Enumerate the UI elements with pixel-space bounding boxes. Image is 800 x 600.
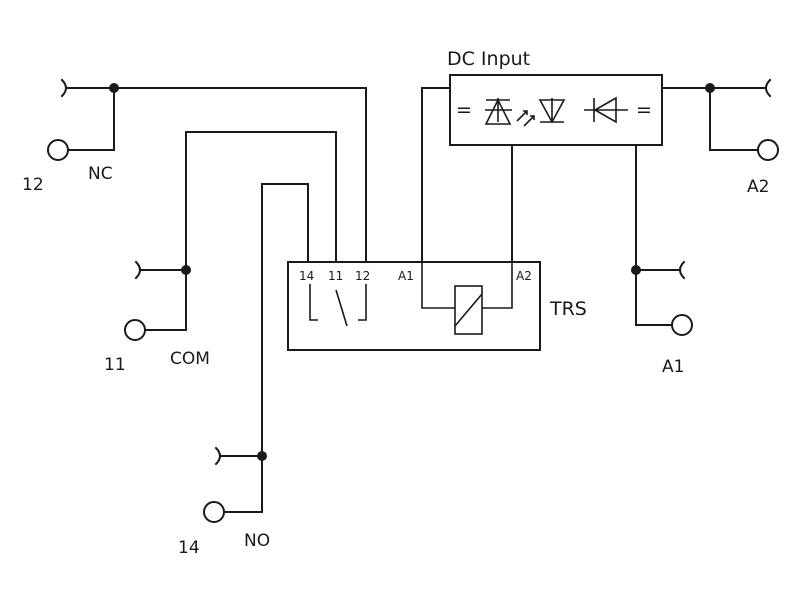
dc-input-equals-left: = <box>456 99 472 121</box>
dc-input-module: DC Input = = <box>421 48 663 263</box>
trs-relay-module: 14 11 12 A1 A2 TRS <box>287 261 587 351</box>
a1-terminal-group: A1 <box>631 144 693 377</box>
nc-screw-terminal <box>47 139 69 161</box>
a1-junction-dot <box>631 265 641 275</box>
pin-label-14: 14 <box>299 269 314 283</box>
pin-label-12: 12 <box>355 269 370 283</box>
dc-input-label: DC Input <box>447 48 530 70</box>
contact-no-arm <box>309 284 318 321</box>
coil-wire-a2 <box>482 262 513 309</box>
no-terminal-group: 14 NO <box>178 183 309 558</box>
led-diode-icon <box>484 98 512 125</box>
com-terminal-group: 11 COM <box>104 131 337 375</box>
relay-coil-symbol <box>454 285 483 335</box>
nc-junction-dot <box>109 83 119 93</box>
a2-screw-terminal <box>757 139 779 161</box>
optocoupler-arrows-icon <box>516 110 535 127</box>
com-wire <box>145 131 337 331</box>
relay-coil-slash <box>454 293 483 327</box>
a2-drop-wire <box>709 87 761 151</box>
contact-common-lever <box>335 289 348 327</box>
a2-label: A2 <box>747 177 769 197</box>
terminal-number-14: 14 <box>178 538 200 558</box>
nc-terminal-group: 12 NC <box>22 78 367 263</box>
trs-label: TRS <box>549 298 587 320</box>
nc-drop-wire <box>67 87 115 151</box>
a1-label: A1 <box>662 357 684 377</box>
a1-screw-terminal <box>671 314 693 336</box>
trs-module-box <box>287 261 541 351</box>
pin-label-a1: A1 <box>398 269 414 283</box>
a1-vertical-wire <box>635 144 673 326</box>
no-wire <box>225 183 309 513</box>
com-label: COM <box>170 349 210 369</box>
no-screw-terminal <box>203 501 225 523</box>
a1-plug-terminal <box>679 260 686 280</box>
coil-wire-a1 <box>421 262 455 309</box>
no-junction-dot <box>257 451 267 461</box>
com-junction-dot <box>181 265 191 275</box>
terminal-number-12: 12 <box>22 175 44 195</box>
nc-top-wire <box>65 87 367 263</box>
dc-input-box <box>449 74 663 146</box>
pin-label-11: 11 <box>328 269 343 283</box>
a2-terminal-group: A2 <box>661 78 779 197</box>
dc-to-a1-wire <box>421 87 451 263</box>
nc-label: NC <box>88 164 113 184</box>
protection-diode-icon <box>584 96 628 124</box>
contact-nc-arm <box>358 284 367 321</box>
com-screw-terminal <box>124 319 146 341</box>
photo-diode-icon <box>538 98 566 124</box>
a2-junction-dot <box>705 83 715 93</box>
pin-label-a2: A2 <box>516 269 532 283</box>
terminal-number-11: 11 <box>104 355 126 375</box>
a2-plug-terminal <box>765 78 772 98</box>
no-label: NO <box>244 531 270 551</box>
dc-input-equals-right: = <box>636 99 652 121</box>
